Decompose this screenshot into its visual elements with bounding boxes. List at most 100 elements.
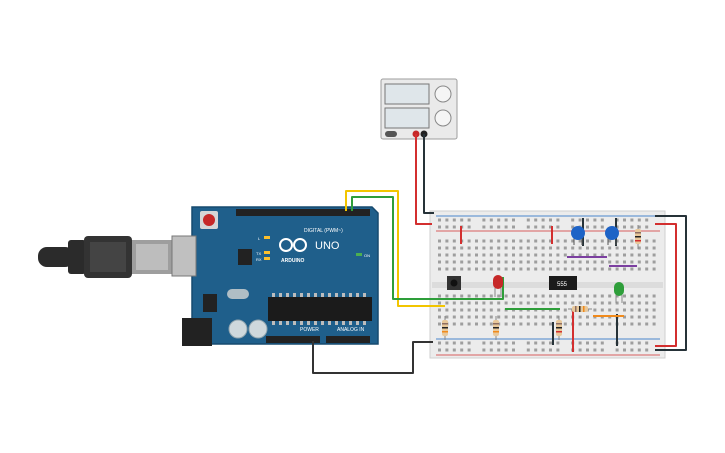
breadboard-hole[interactable] <box>452 246 456 250</box>
breadboard-hole[interactable] <box>593 294 597 298</box>
breadboard-hole[interactable] <box>571 260 575 264</box>
breadboard-hole[interactable] <box>556 225 560 229</box>
breadboard-hole[interactable] <box>526 315 530 319</box>
breadboard-holes[interactable] <box>438 218 656 352</box>
breadboard-hole[interactable] <box>541 267 545 271</box>
breadboard-hole[interactable] <box>497 301 501 305</box>
breadboard-hole[interactable] <box>652 239 656 243</box>
breadboard-hole[interactable] <box>600 225 604 229</box>
breadboard-hole[interactable] <box>519 294 523 298</box>
breadboard-hole[interactable] <box>563 315 567 319</box>
breadboard-hole[interactable] <box>563 239 567 243</box>
breadboard-hole[interactable] <box>512 218 515 222</box>
breadboard-hole[interactable] <box>571 267 575 271</box>
breadboard-hole[interactable] <box>563 294 567 298</box>
breadboard-hole[interactable] <box>489 322 493 326</box>
breadboard-hole[interactable] <box>541 341 545 345</box>
breadboard-hole[interactable] <box>593 253 597 257</box>
breadboard-hole[interactable] <box>623 308 626 312</box>
breadboard-hole[interactable] <box>452 253 456 257</box>
breadboard-hole[interactable] <box>534 267 538 271</box>
breadboard-hole[interactable] <box>615 267 619 271</box>
breadboard-hole[interactable] <box>489 341 493 345</box>
breadboard-hole[interactable] <box>519 260 523 264</box>
breadboard-hole[interactable] <box>475 246 478 250</box>
breadboard-hole[interactable] <box>512 322 515 326</box>
breadboard-hole[interactable] <box>534 348 538 352</box>
breadboard-hole[interactable] <box>460 260 464 264</box>
breadboard-hole[interactable] <box>526 341 530 345</box>
breadboard-hole[interactable] <box>586 225 589 229</box>
breadboard-hole[interactable] <box>467 253 471 257</box>
breadboard-hole[interactable] <box>445 218 449 222</box>
breadboard-hole[interactable] <box>549 341 552 345</box>
breadboard-hole[interactable] <box>645 308 649 312</box>
breadboard-hole[interactable] <box>438 301 441 305</box>
breadboard-hole[interactable] <box>608 308 612 312</box>
push-button[interactable] <box>447 276 461 290</box>
breadboard-hole[interactable] <box>615 260 619 264</box>
breadboard-hole[interactable] <box>608 239 612 243</box>
breadboard-hole[interactable] <box>489 239 493 243</box>
breadboard-hole[interactable] <box>512 315 515 319</box>
breadboard-hole[interactable] <box>526 246 530 250</box>
breadboard-hole[interactable] <box>652 260 656 264</box>
breadboard-hole[interactable] <box>445 260 449 264</box>
breadboard-hole[interactable] <box>600 246 604 250</box>
breadboard-hole[interactable] <box>608 260 612 264</box>
breadboard-hole[interactable] <box>482 246 486 250</box>
breadboard-hole[interactable] <box>497 294 501 298</box>
breadboard-hole[interactable] <box>438 308 441 312</box>
breadboard-hole[interactable] <box>645 315 649 319</box>
analog-header[interactable] <box>326 336 370 343</box>
breadboard-hole[interactable] <box>438 322 441 326</box>
breadboard-hole[interactable] <box>489 315 493 319</box>
breadboard-hole[interactable] <box>467 239 471 243</box>
breadboard-hole[interactable] <box>623 348 626 352</box>
breadboard-hole[interactable] <box>578 341 582 345</box>
breadboard-hole[interactable] <box>652 315 656 319</box>
breadboard-hole[interactable] <box>541 218 545 222</box>
breadboard-hole[interactable] <box>586 267 589 271</box>
breadboard-hole[interactable] <box>630 253 634 257</box>
breadboard-hole[interactable] <box>578 322 582 326</box>
breadboard-hole[interactable] <box>556 218 560 222</box>
breadboard-hole[interactable] <box>586 246 589 250</box>
breadboard-hole[interactable] <box>623 294 626 298</box>
breadboard-hole[interactable] <box>652 253 656 257</box>
breadboard-hole[interactable] <box>571 294 575 298</box>
breadboard-hole[interactable] <box>549 294 552 298</box>
breadboard-hole[interactable] <box>652 294 656 298</box>
breadboard-hole[interactable] <box>460 218 464 222</box>
breadboard-hole[interactable] <box>467 308 471 312</box>
breadboard-hole[interactable] <box>645 301 649 305</box>
breadboard-hole[interactable] <box>482 218 486 222</box>
breadboard-hole[interactable] <box>526 239 530 243</box>
breadboard-hole[interactable] <box>467 341 471 345</box>
breadboard-hole[interactable] <box>556 253 560 257</box>
breadboard-hole[interactable] <box>452 341 456 345</box>
breadboard-hole[interactable] <box>482 308 486 312</box>
breadboard-hole[interactable] <box>652 301 656 305</box>
breadboard-hole[interactable] <box>637 341 641 345</box>
power-switch[interactable] <box>385 131 397 137</box>
breadboard-hole[interactable] <box>593 322 597 326</box>
breadboard-hole[interactable] <box>637 308 641 312</box>
breadboard-hole[interactable] <box>593 246 597 250</box>
breadboard-hole[interactable] <box>637 260 641 264</box>
resistor-mid-1[interactable] <box>442 316 448 340</box>
breadboard-hole[interactable] <box>556 267 560 271</box>
breadboard-hole[interactable] <box>452 315 456 319</box>
breadboard-hole[interactable] <box>526 294 530 298</box>
breadboard-hole[interactable] <box>512 267 515 271</box>
breadboard-hole[interactable] <box>497 225 501 229</box>
breadboard-hole[interactable] <box>438 239 441 243</box>
breadboard-hole[interactable] <box>482 225 486 229</box>
breadboard-hole[interactable] <box>600 267 604 271</box>
breadboard-hole[interactable] <box>615 246 619 250</box>
breadboard-hole[interactable] <box>445 246 449 250</box>
breadboard-hole[interactable] <box>452 308 456 312</box>
breadboard-hole[interactable] <box>438 267 441 271</box>
breadboard-hole[interactable] <box>482 239 486 243</box>
breadboard-hole[interactable] <box>497 239 501 243</box>
